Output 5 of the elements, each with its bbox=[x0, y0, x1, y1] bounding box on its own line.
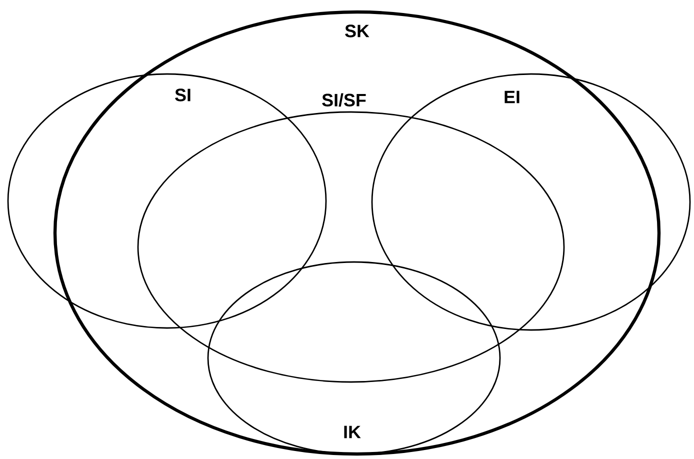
set-label: SI bbox=[175, 88, 190, 102]
set-label: SI/SF bbox=[322, 93, 366, 107]
set-label: SK bbox=[345, 24, 370, 38]
set-label: EI bbox=[504, 90, 520, 104]
set-label: IK bbox=[344, 426, 361, 438]
